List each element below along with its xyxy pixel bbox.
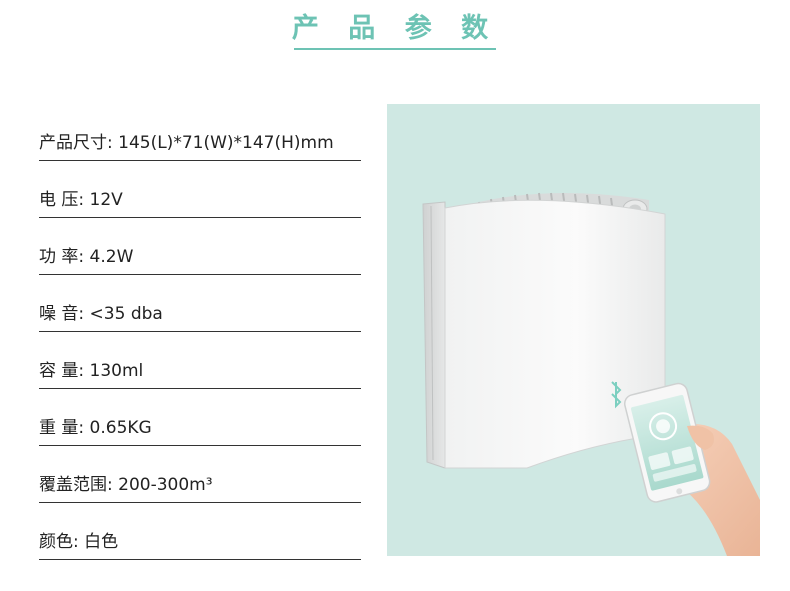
device-body: [444, 199, 666, 469]
spec-row-capacity: 容 量: 130ml: [39, 332, 361, 389]
spec-row-noise: 噪 音: <35 dba: [39, 275, 361, 332]
spec-coverage-text: 覆盖范围: 200-300m³: [39, 475, 213, 495]
spec-capacity-text: 容 量: 130ml: [39, 361, 144, 381]
spec-row-weight: 重 量: 0.65KG: [39, 389, 361, 446]
product-photo: [387, 104, 760, 556]
device-side-panel: [422, 201, 446, 469]
spec-voltage-text: 电 压: 12V: [39, 190, 123, 210]
fingers: [687, 425, 714, 450]
bluetooth-icon: [611, 381, 622, 409]
spec-row-color: 颜色: 白色: [39, 503, 361, 560]
spec-row-voltage: 电 压: 12V: [39, 161, 361, 218]
spec-list: 产品尺寸: 145(L)*71(W)*147(H)mm 电 压: 12V 功 率…: [39, 104, 361, 560]
spec-weight-text: 重 量: 0.65KG: [39, 418, 152, 438]
title-underline: [294, 48, 496, 50]
spec-power-text: 功 率: 4.2W: [39, 247, 134, 267]
spec-noise-text: 噪 音: <35 dba: [39, 304, 163, 324]
spec-color-text: 颜色: 白色: [39, 532, 119, 552]
spec-row-coverage: 覆盖范围: 200-300m³: [39, 446, 361, 503]
spec-row-size: 产品尺寸: 145(L)*71(W)*147(H)mm: [39, 104, 361, 161]
page-title: 产 品 参 数: [291, 13, 499, 44]
spec-size-text: 产品尺寸: 145(L)*71(W)*147(H)mm: [39, 133, 334, 153]
product-illustration: [422, 192, 760, 556]
spec-row-power: 功 率: 4.2W: [39, 218, 361, 275]
smartphone-icon: [623, 382, 711, 503]
